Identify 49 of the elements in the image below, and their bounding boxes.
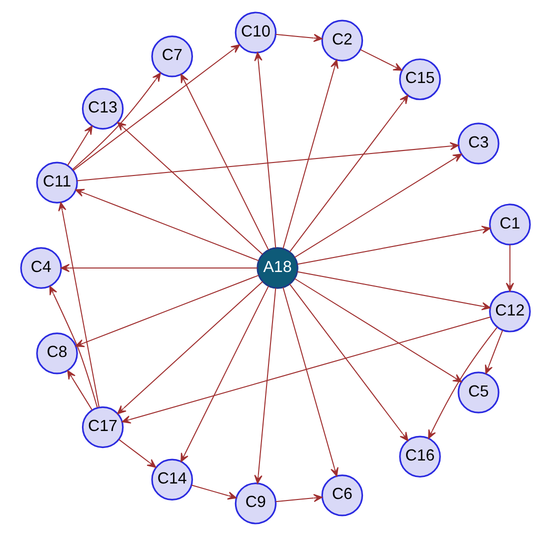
arrow	[72, 44, 240, 171]
arrow	[116, 281, 262, 414]
arrow	[58, 202, 100, 408]
arrow	[118, 439, 156, 468]
node-circle: C17	[81, 406, 124, 448]
node-circle: C16	[398, 436, 440, 478]
arrow	[121, 316, 490, 424]
node-circle: C6	[320, 474, 363, 516]
node-circle: C14	[150, 458, 192, 501]
node-circle: C11	[36, 162, 78, 204]
arrow	[282, 59, 338, 249]
node-circle: C4	[20, 247, 62, 289]
arrow	[180, 74, 268, 250]
arrow	[48, 286, 98, 408]
node-circle: C7	[150, 35, 192, 78]
arrow	[254, 288, 276, 484]
arrow	[60, 264, 257, 272]
node-circle: C2	[320, 20, 363, 62]
node-circle: C15	[398, 58, 440, 100]
arrow	[288, 94, 408, 252]
arrow	[505, 244, 514, 292]
arrow	[180, 286, 268, 462]
node-circle: C10	[234, 12, 276, 54]
node-circle: C5	[457, 372, 499, 414]
arrow	[296, 271, 490, 310]
arrow	[360, 49, 402, 71]
arrow	[72, 72, 160, 170]
node-circle: C3	[457, 122, 499, 164]
node-circle: C9	[234, 482, 276, 524]
arrow	[254, 52, 276, 248]
node-circle: C12	[488, 290, 530, 332]
arrow	[428, 326, 498, 439]
arrow	[190, 484, 236, 500]
node-circle: C13	[81, 88, 124, 130]
arrow	[66, 126, 92, 166]
arrow	[66, 370, 92, 410]
node-circle: A18	[256, 247, 298, 289]
arrow	[275, 34, 322, 42]
node-circle: C8	[36, 332, 78, 374]
node-circle: C1	[488, 204, 530, 246]
arrow	[288, 284, 408, 442]
arrow	[282, 287, 338, 477]
arrow	[484, 330, 503, 374]
arrow	[294, 154, 462, 258]
arrow	[275, 494, 322, 502]
arrow	[74, 188, 258, 262]
arrow	[296, 226, 490, 265]
arrow	[76, 142, 458, 182]
arrow	[74, 274, 258, 348]
